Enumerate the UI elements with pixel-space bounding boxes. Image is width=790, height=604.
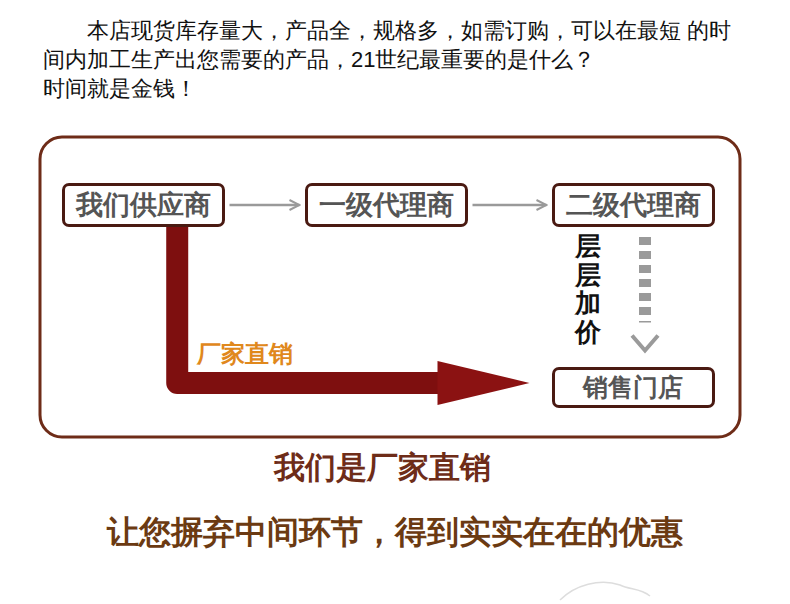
connector-line	[230, 204, 300, 207]
arrow-head	[438, 361, 530, 405]
edge-label: 层层加价	[575, 232, 601, 346]
faint-sketch	[560, 582, 650, 600]
connector	[177, 227, 529, 405]
outer-frame	[40, 137, 740, 437]
connector	[230, 205, 300, 206]
slogan: 让您摒弃中间环节，得到实实在在的优惠	[30, 510, 760, 554]
connector	[473, 205, 547, 206]
process-box: 一级代理商	[305, 183, 468, 227]
intro-text: 本店现货库存量大，产品全，规格多，如需订购，可以在最短 的时间内加工生产出您需要…	[43, 16, 748, 74]
slogan: 我们是厂家直销	[150, 448, 615, 488]
box-label: 我们供应商	[76, 187, 211, 223]
process-box: 我们供应商	[62, 183, 225, 227]
process-box: 销售门店	[552, 367, 715, 408]
box-label: 销售门店	[583, 371, 683, 404]
box-label: 二级代理商	[566, 187, 701, 223]
edge-label: 厂家直销	[197, 338, 293, 370]
arrow-head	[632, 336, 658, 351]
dashed-line	[639, 237, 651, 323]
box-label: 一级代理商	[319, 187, 454, 223]
process-box: 二级代理商	[552, 183, 715, 227]
direct-line	[177, 227, 439, 383]
connector	[632, 237, 658, 351]
intro-text: 时间就是金钱！	[43, 74, 343, 103]
connector-line	[473, 204, 547, 207]
